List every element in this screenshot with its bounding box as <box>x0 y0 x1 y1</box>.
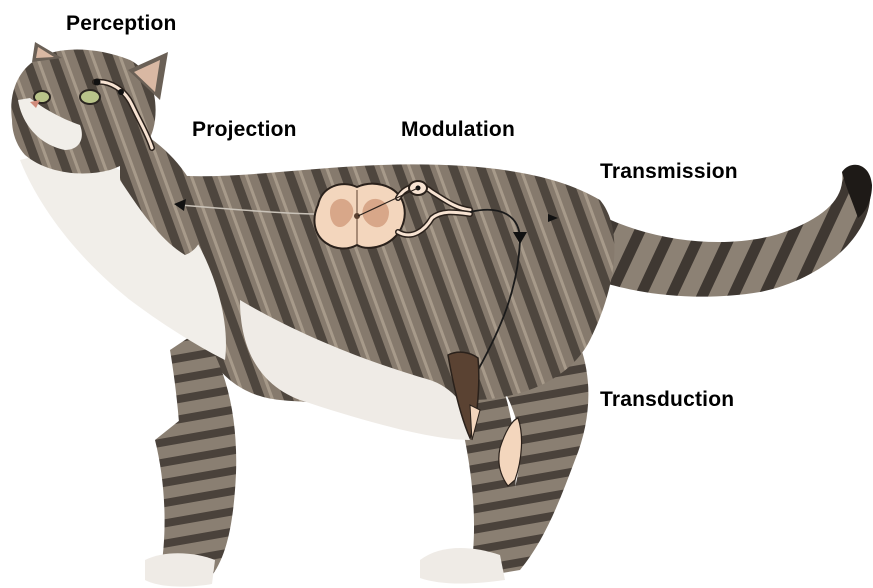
label-modulation: Modulation <box>401 118 515 142</box>
label-perception: Perception <box>66 12 177 36</box>
cat-tail <box>595 170 870 296</box>
label-transduction: Transduction <box>600 388 734 412</box>
label-projection: Projection <box>192 118 297 142</box>
label-transmission: Transmission <box>600 160 738 184</box>
perception-node <box>94 79 101 86</box>
spinal-cord-section <box>314 184 404 249</box>
cat-eye-right <box>80 90 100 104</box>
